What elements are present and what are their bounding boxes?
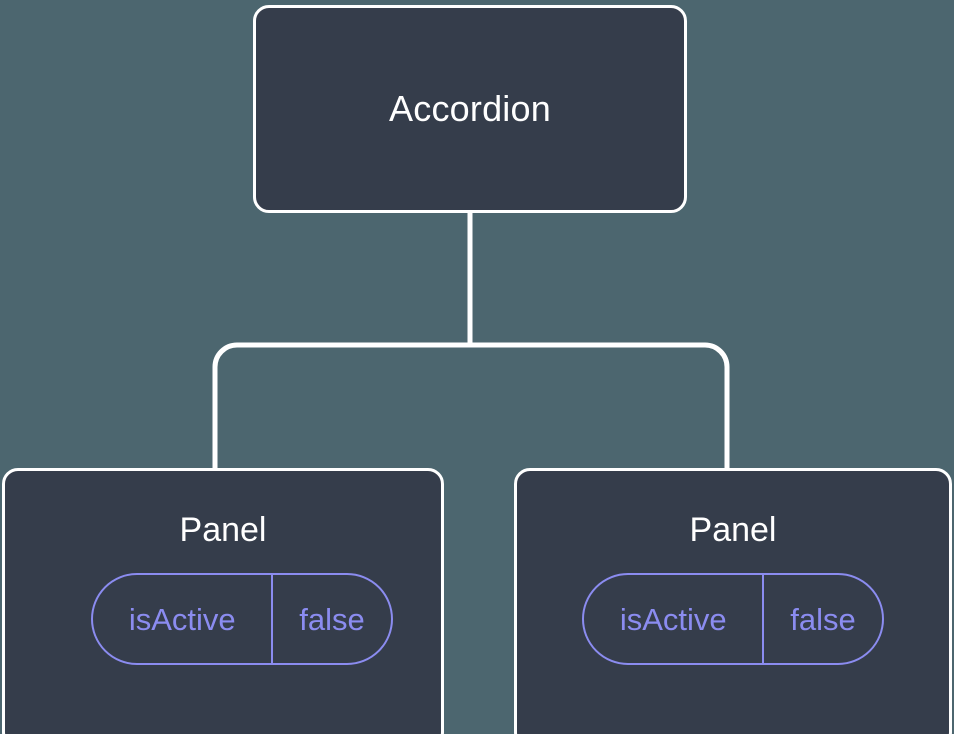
- node-panel-1-label: Panel: [179, 511, 267, 549]
- state-value-panel-2: false: [790, 601, 856, 637]
- edge-bus-to-panel-left: [212, 342, 470, 468]
- node-panel-1[interactable]: Panel isActive false: [2, 468, 444, 734]
- node-accordion-label: Accordion: [389, 88, 551, 129]
- node-accordion[interactable]: Accordion: [253, 5, 687, 213]
- state-key-panel-1: isActive: [128, 601, 236, 637]
- state-divider-panel-1: [271, 575, 274, 663]
- state-divider-panel-2: [762, 575, 765, 663]
- state-badge-panel-1[interactable]: isActive false: [91, 573, 393, 665]
- node-panel-2-label: Panel: [689, 511, 777, 549]
- state-badge-panel-2[interactable]: isActive false: [582, 573, 884, 665]
- edge-bus-to-panel-right: [470, 342, 730, 468]
- state-key-panel-2: isActive: [619, 601, 727, 637]
- node-panel-2[interactable]: Panel isActive false: [514, 468, 952, 734]
- state-value-panel-1: false: [299, 601, 365, 637]
